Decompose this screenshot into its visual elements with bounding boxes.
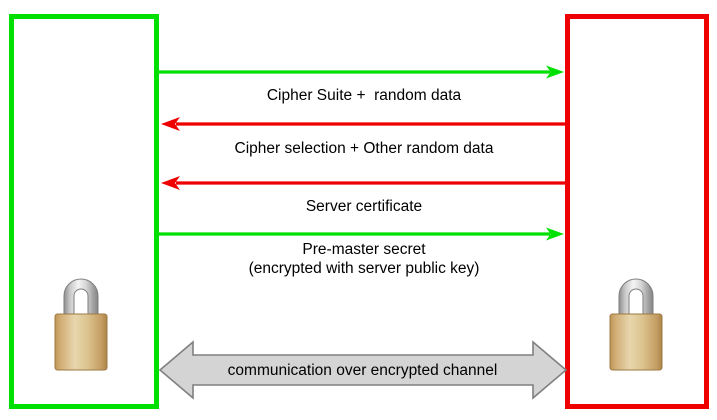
encrypted-channel-arrow bbox=[158, 340, 568, 400]
message-label-pre-master-secret-line2: (encrypted with server public key) bbox=[248, 260, 480, 277]
arrow-pre-master-secret bbox=[159, 227, 564, 241]
message-label-cipher-selection: Cipher selection + Other random data bbox=[234, 140, 494, 157]
client-padlock-icon bbox=[54, 278, 108, 371]
message-label-server-certificate: Server certificate bbox=[305, 198, 423, 215]
channel-label-encrypted-communication: communication over encrypted channel bbox=[227, 362, 498, 379]
arrow-cipher-suite bbox=[159, 65, 564, 79]
message-label-cipher-suite: Cipher Suite + random data bbox=[266, 87, 462, 104]
arrow-server-certificate bbox=[161, 176, 566, 190]
arrow-cipher-selection bbox=[161, 117, 566, 131]
message-label-pre-master-secret-line1: Pre-master secret bbox=[302, 241, 426, 258]
server-padlock-icon bbox=[609, 278, 663, 371]
